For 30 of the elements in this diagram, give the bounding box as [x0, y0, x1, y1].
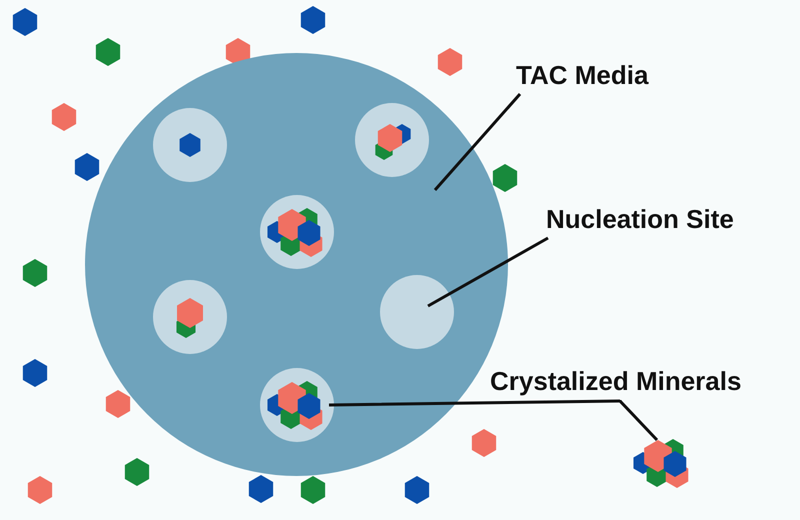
nucleation-site [153, 280, 227, 354]
hexagon-particle [12, 8, 38, 36]
nucleation-site [355, 103, 429, 177]
hexagon-particle [124, 458, 150, 486]
nucleation-site [380, 275, 454, 349]
hexagon-particle [492, 164, 518, 192]
hexagon-particle [74, 153, 100, 181]
hexagon-particle [300, 6, 326, 34]
leader-line [618, 400, 658, 442]
nucleation-site [153, 108, 227, 182]
nucleation-site [260, 368, 334, 442]
hexagon-particle [22, 359, 48, 387]
callout-label: TAC Media [516, 58, 686, 94]
hexagon-particle [51, 103, 77, 131]
hexagon-particle [404, 476, 430, 504]
hexagon-particle [300, 476, 326, 504]
hexagon-particle [225, 38, 251, 66]
nucleation-site [260, 195, 334, 269]
hexagon-particle [95, 38, 121, 66]
hexagon-particle [22, 259, 48, 287]
hexagon-particle [27, 476, 53, 504]
hexagon-particle [248, 475, 274, 503]
hexagon-particle [105, 390, 131, 418]
leader-line [328, 398, 622, 406]
hexagon-particle [471, 429, 497, 457]
callout-label: Crystalized Minerals [490, 364, 790, 400]
leader-line [434, 93, 522, 191]
hexagon-particle [437, 48, 463, 76]
leader-line [427, 236, 549, 308]
callout-label: Nucleation Site [546, 202, 772, 238]
